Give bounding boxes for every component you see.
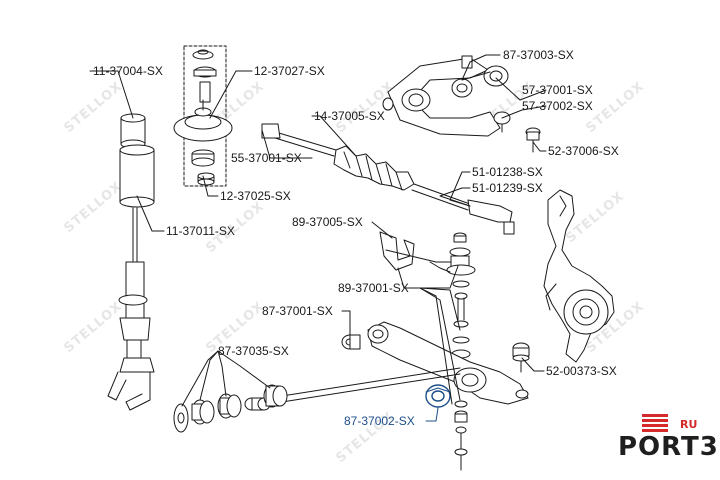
- part-label-51-01238[interactable]: 51-01238-SX: [472, 165, 543, 179]
- port3-logo: RU PORT3: [608, 412, 718, 470]
- part-label-12-37027[interactable]: 12-37027-SX: [254, 64, 325, 78]
- lower-control-arm: [367, 321, 529, 405]
- part-label-11-37004[interactable]: 11-37004-SX: [93, 64, 163, 78]
- leader-lines: [89, 54, 547, 407]
- part-label-55-37001[interactable]: 55-37001-SX: [231, 151, 302, 165]
- part-label-11-37011[interactable]: 11-37011-SX: [166, 224, 235, 238]
- arm-bushing: [341, 334, 361, 350]
- upper-ball-joint: [525, 127, 541, 153]
- stabilizer-link: [446, 232, 476, 359]
- upper-control-arm: [382, 55, 511, 137]
- lower-ball-joint: [512, 342, 530, 373]
- part-label-52-37006[interactable]: 52-37006-SX: [548, 144, 619, 158]
- part-label-57-37001[interactable]: 57-37001-SX: [522, 83, 593, 97]
- part-label-12-37025[interactable]: 12-37025-SX: [220, 189, 291, 203]
- part-label-52-00373[interactable]: 52-00373-SX: [546, 364, 617, 378]
- part-label-87-37035[interactable]: 87-37035-SX: [218, 344, 289, 358]
- part-label-14-37005[interactable]: 14-37005-SX: [314, 109, 385, 123]
- part-label-57-37002[interactable]: 57-37002-SX: [522, 99, 593, 113]
- part-label-51-01239[interactable]: 51-01239-SX: [472, 181, 543, 195]
- part-label-89-37005[interactable]: 89-37005-SX: [292, 215, 363, 229]
- part-label-87-37002-highlight[interactable]: 87-37002-SX: [344, 414, 415, 428]
- highlighted-bushing: [425, 384, 451, 408]
- radius-rod-bushings: [173, 384, 288, 433]
- strut-top-mount: [173, 49, 233, 186]
- lower-bolt: [454, 400, 468, 471]
- stabilizer-bracket: [379, 231, 453, 271]
- steering-knuckle: [543, 189, 615, 363]
- shock-absorber: [107, 113, 155, 411]
- stabilizer-bar: [429, 261, 451, 273]
- part-label-89-37001[interactable]: 89-37001-SX: [338, 281, 409, 295]
- logo-text: PORT3: [618, 432, 719, 462]
- part-label-87-37001[interactable]: 87-37001-SX: [262, 304, 333, 318]
- logo-ru: RU: [680, 418, 698, 431]
- leader-line-highlight: [425, 407, 439, 422]
- part-label-87-37003[interactable]: 87-37003-SX: [503, 48, 574, 62]
- logo-bars-icon: [642, 414, 668, 432]
- steering-tie-rod: [261, 123, 515, 235]
